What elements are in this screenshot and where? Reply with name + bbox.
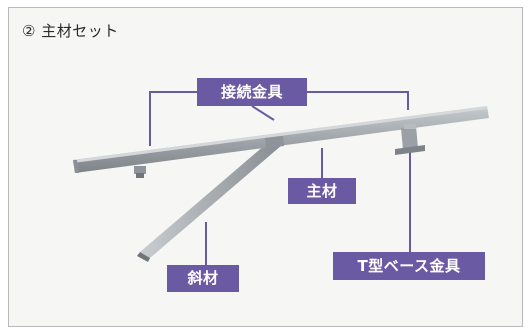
callout-main-member: 主材 [288,178,356,204]
leader-lines [149,91,411,265]
leader-joint-right [307,91,409,110]
callout-t-base-fitting: T型ベース金具 [333,252,485,280]
section-title: ② 主材セット [22,22,119,40]
leader-joint-left [149,91,199,146]
diagonal-brace [137,139,282,262]
callout-joint-fitting: 接続金具 [197,78,307,106]
joint-fitting-left [134,166,146,178]
t-base-fitting [395,124,425,155]
joint-fitting-center [265,136,284,148]
leader-joint-center [251,105,275,121]
callout-diagonal-member: 斜材 [167,265,239,292]
